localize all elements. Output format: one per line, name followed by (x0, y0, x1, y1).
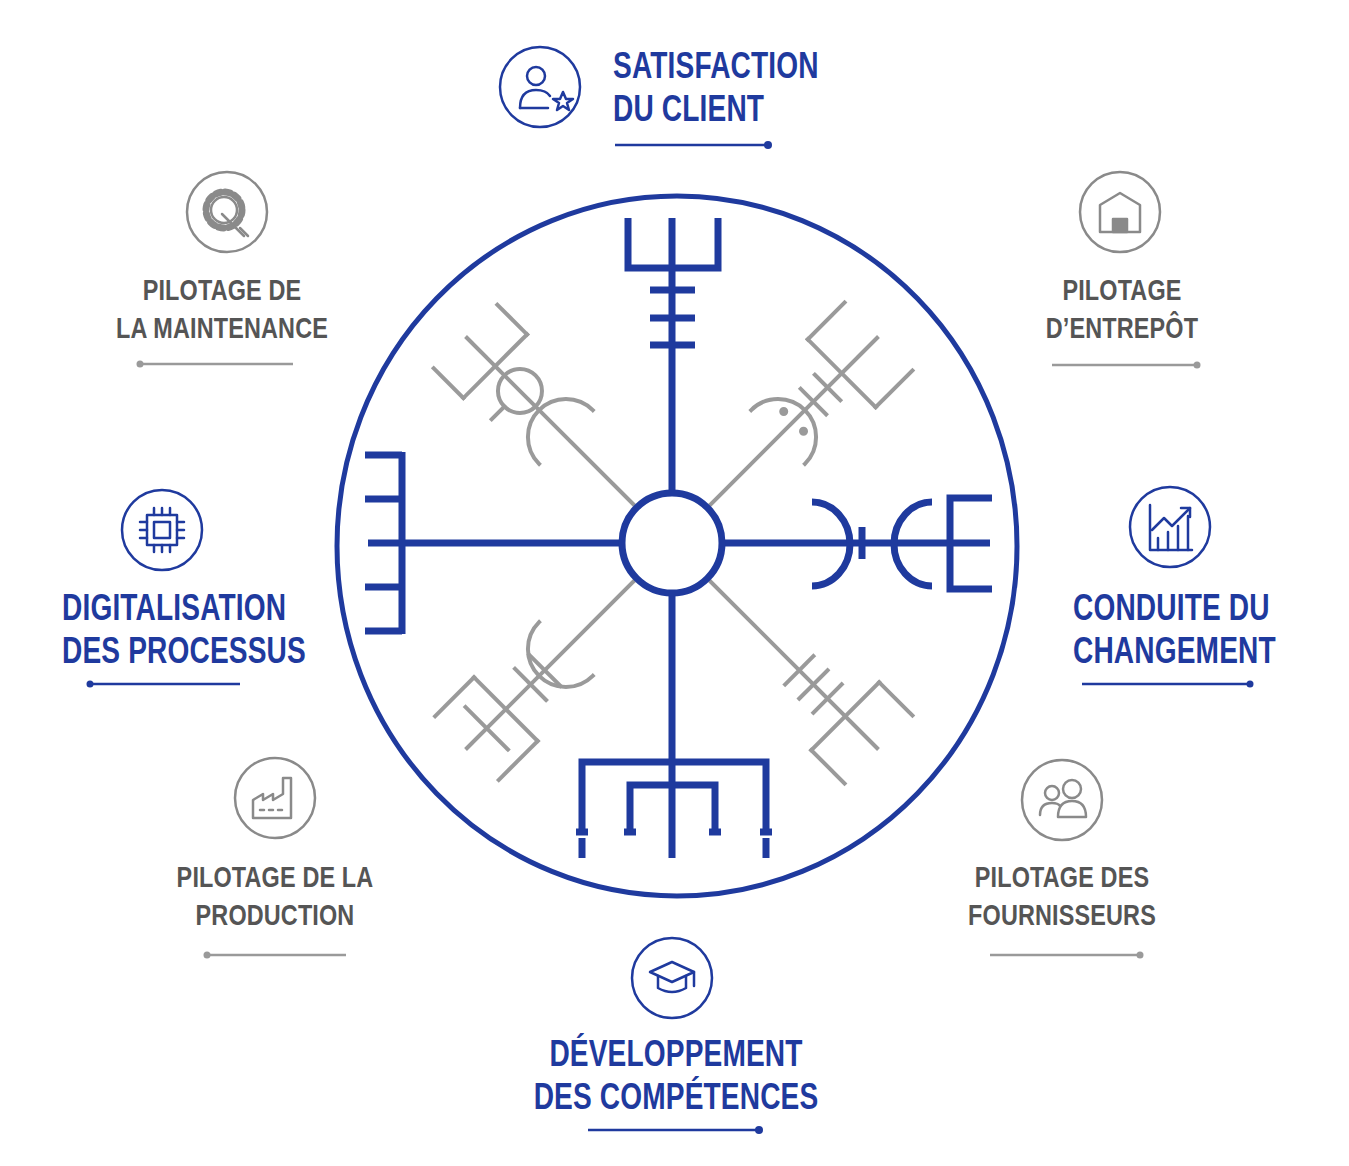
factory-icon (235, 758, 315, 838)
blue-arms (365, 218, 992, 858)
education-icon (632, 938, 712, 1018)
item-label: DIGITALISATION DES PROCESSUS (62, 586, 306, 672)
chip-icon (122, 490, 202, 570)
client-icon (500, 47, 580, 127)
people-icon (1022, 760, 1102, 840)
chart-icon (1130, 487, 1210, 567)
item-label: DÉVELOPPEMENT DES COMPÉTENCES (534, 1032, 819, 1118)
center-circle (622, 493, 722, 593)
outer-ring (337, 196, 1017, 896)
warehouse-icon (1080, 172, 1160, 252)
item-label: PILOTAGE DE LA MAINTENANCE (116, 271, 328, 347)
maintenance-icon (187, 172, 267, 252)
item-label: PILOTAGE DES FOURNISSEURS (968, 858, 1156, 934)
item-label: SATISFACTION DU CLIENT (613, 44, 819, 130)
item-label: PILOTAGE DE LA PRODUCTION (177, 858, 374, 934)
item-label: CONDUITE DU CHANGEMENT (1073, 586, 1276, 672)
item-label: PILOTAGE D’ENTREPÔT (1046, 271, 1198, 347)
